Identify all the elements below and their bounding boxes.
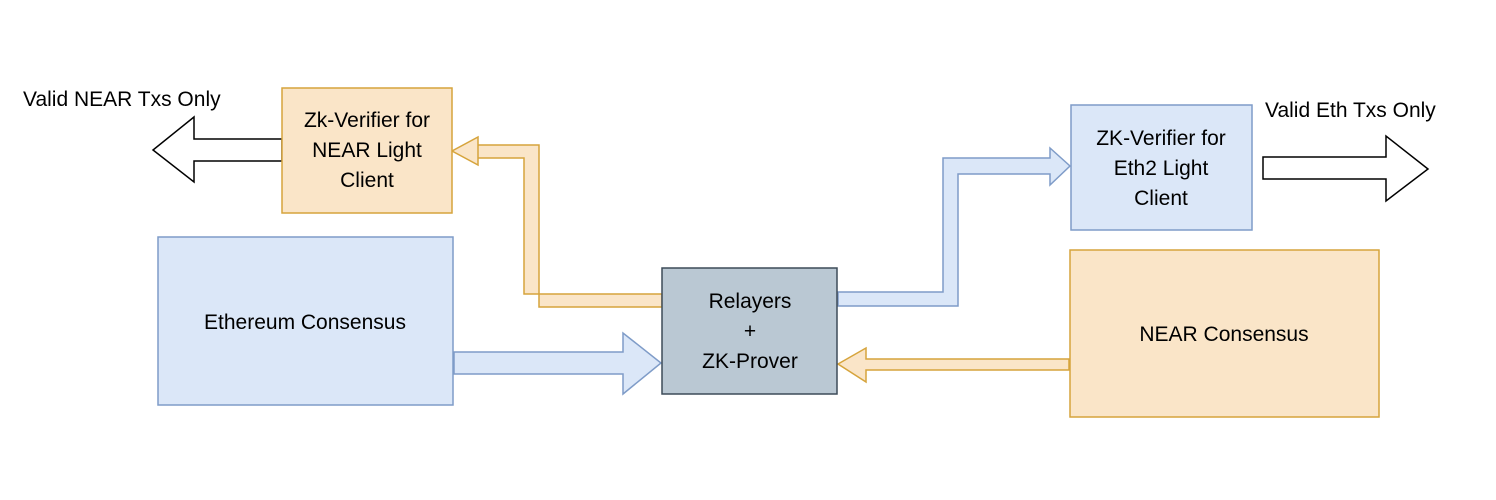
zk-verifier-eth2-line-2: Eth2 Light (1114, 157, 1209, 180)
zk-verifier-near-node: Zk-Verifier for NEAR Light Client (281, 87, 453, 214)
output-arrow-eth (1262, 134, 1430, 203)
zk-verifier-near-line-2: NEAR Light (312, 139, 422, 162)
eth-output-label: Valid Eth Txs Only (1265, 99, 1436, 122)
near-output-label: Valid NEAR Txs Only (23, 88, 221, 111)
ethereum-consensus-label: Ethereum Consensus (204, 311, 406, 334)
ethereum-consensus-node: Ethereum Consensus (157, 236, 454, 406)
zk-verifier-near-line-1: Zk-Verifier for (304, 109, 430, 132)
zk-verifier-eth2-node: ZK-Verifier for Eth2 Light Client (1070, 104, 1253, 231)
near-consensus-label: NEAR Consensus (1139, 323, 1308, 346)
arrow-relayers-to-near-verifier (450, 135, 663, 308)
zk-verifier-near-line-3: Client (340, 169, 394, 192)
zk-verifier-eth2-line-1: ZK-Verifier for (1096, 127, 1226, 150)
arrow-near-to-relayers (836, 346, 1070, 384)
arrow-relayers-to-eth2-verifier (837, 146, 1072, 307)
relayers-line-3: ZK-Prover (702, 350, 798, 373)
arrow-ethereum-to-relayers (453, 331, 663, 396)
near-consensus-node: NEAR Consensus (1069, 249, 1380, 418)
relayers-line-1: Relayers (709, 290, 792, 313)
relayers-prover-node: Relayers + ZK-Prover (661, 267, 838, 395)
relayers-line-2: + (744, 320, 756, 343)
output-arrow-near (151, 115, 283, 184)
zk-verifier-eth2-line-3: Client (1134, 187, 1188, 210)
